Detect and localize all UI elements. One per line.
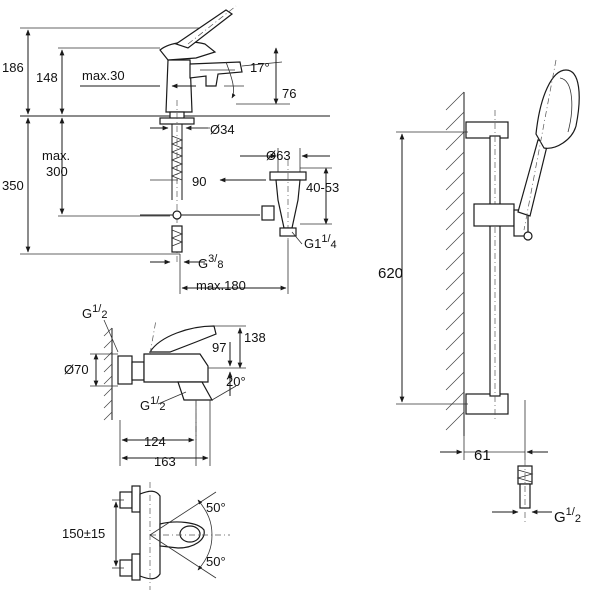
label-outlet-thread: G1/2 [140, 395, 165, 413]
label-waste-range: 40-53 [306, 180, 339, 195]
bath-mixer-front-drawing: 150±15 50° 50° [62, 482, 230, 590]
label-spout-reach-max: max.30 [82, 68, 125, 83]
label-front-angle-up: 50° [206, 500, 226, 515]
label-overall-height: 186 [2, 60, 24, 75]
label-lever-angle: 17° [250, 60, 270, 75]
label-outlet-angle: 20° [226, 374, 246, 389]
label-side-height: 138 [244, 330, 266, 345]
label-tail-max-line1: max. [42, 148, 70, 163]
label-hole-diameter: Ø34 [210, 122, 235, 137]
label-supply-thread: G3/8 [198, 253, 223, 271]
shower-rail-drawing: 620 61 G1/2 [378, 59, 581, 526]
label-spout-height: 148 [36, 70, 58, 85]
label-waste-offset: 90 [192, 174, 206, 189]
label-total-height: 350 [2, 178, 24, 193]
label-spout-reach: 124 [144, 434, 166, 449]
label-rail-length: 620 [378, 265, 403, 282]
wall-hatch [445, 91, 465, 431]
label-centres: 150±15 [62, 526, 105, 541]
label-tail-max-line2: 300 [46, 164, 68, 179]
basin-mixer-drawing: 186 148 max.30 17° 76 Ø34 max. 300 350 Ø… [2, 5, 339, 294]
label-waste-thread: G11/4 [304, 233, 337, 251]
bath-mixer-side-drawing: G1/2 138 97 Ø70 G1/2 20° 124 163 [64, 303, 266, 469]
label-hose-thread: G1/2 [554, 506, 581, 526]
label-lever-depth: 76 [282, 86, 296, 101]
label-wall-distance: 61 [474, 447, 491, 464]
label-rosette-diameter: Ø70 [64, 362, 89, 377]
label-supply-reach-max: max.180 [196, 278, 246, 293]
label-side-spout-height: 97 [212, 340, 226, 355]
label-waste-diameter: Ø63 [266, 148, 291, 163]
label-top-thread: G1/2 [82, 303, 107, 321]
label-front-angle-down: 50° [206, 554, 226, 569]
label-total-reach: 163 [154, 454, 176, 469]
